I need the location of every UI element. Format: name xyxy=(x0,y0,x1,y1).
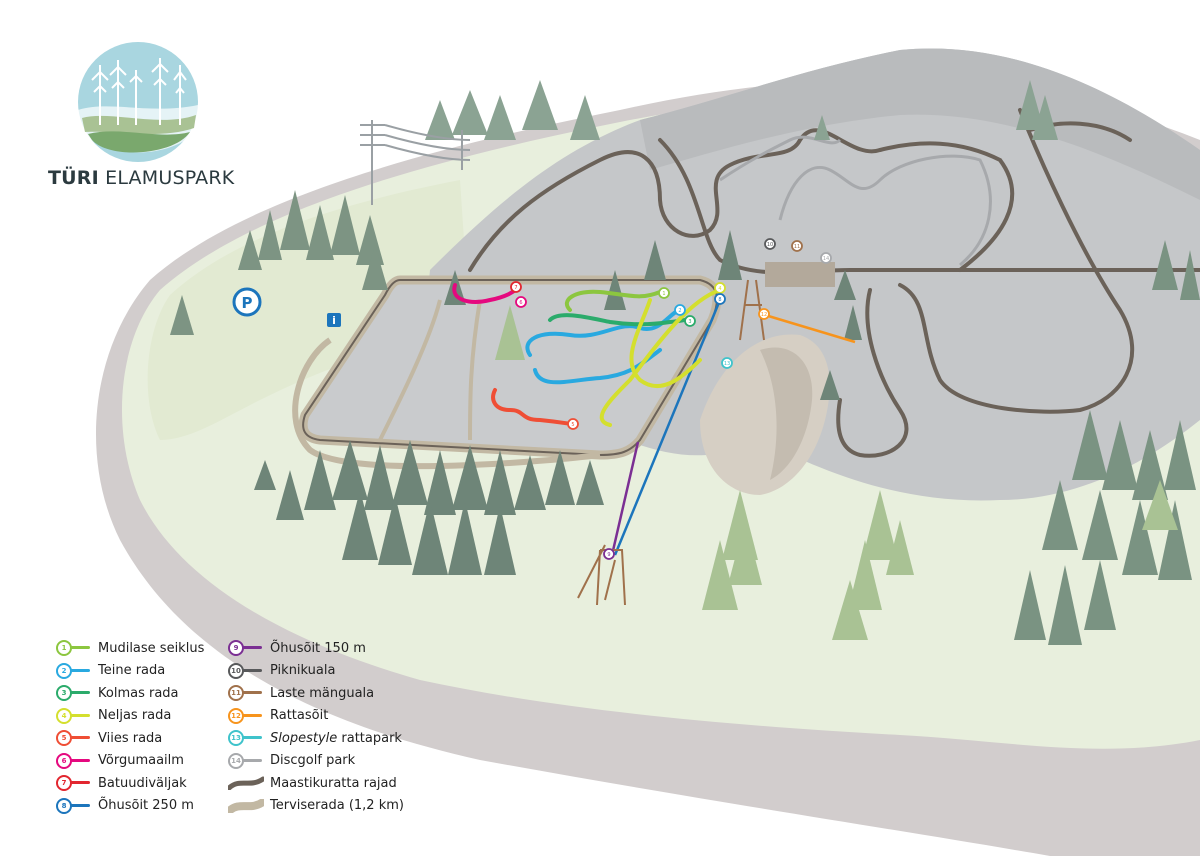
map-marker-10[interactable]: 10 xyxy=(764,238,776,250)
legend-label: Maastikuratta rajad xyxy=(270,775,397,791)
legend-label: Rattasõit xyxy=(270,708,329,723)
legend-item: 2 Teine rada xyxy=(56,661,165,681)
map-marker-14[interactable]: 14 xyxy=(820,252,832,264)
outer-road xyxy=(292,337,601,470)
numbered-marker-icon: 10 xyxy=(228,661,262,681)
map-marker-number: 9 xyxy=(607,552,610,558)
health-trail-inner xyxy=(378,299,482,441)
info-sign-label: i xyxy=(332,314,336,327)
map-marker-3[interactable]: 3 xyxy=(684,315,696,327)
parking-sign-label: P xyxy=(242,294,253,312)
park-title-bold: TÜRI xyxy=(48,167,99,189)
legend-label: Viies rada xyxy=(98,730,163,746)
map-marker-number: 6 xyxy=(519,300,522,306)
legend-item: 6 Võrgumaailm xyxy=(56,751,184,771)
rock-pit-shadow xyxy=(760,347,813,480)
map-marker-7[interactable]: 7 xyxy=(510,281,522,293)
parking-sign[interactable] xyxy=(232,287,262,317)
legend-item: 1 Mudilase seiklus xyxy=(56,638,204,658)
map-marker-number: 2 xyxy=(678,308,681,314)
discgolf-course xyxy=(719,135,992,267)
legend-item: 14 Discgolf park xyxy=(228,751,355,771)
legend-item: Maastikuratta rajad xyxy=(228,773,397,793)
info-sign[interactable] xyxy=(327,313,341,327)
hill-upper xyxy=(640,48,1200,201)
numbered-marker-icon: 5 xyxy=(56,728,90,748)
numbered-marker-icon: 9 xyxy=(228,638,262,658)
map-marker-number: 12 xyxy=(761,312,767,318)
power-pylon xyxy=(360,120,471,205)
zipline-150 xyxy=(610,441,640,556)
map-marker-4[interactable]: 4 xyxy=(714,282,726,294)
map-marker-number: 14 xyxy=(823,256,829,262)
map-marker-number: 3 xyxy=(688,319,691,325)
map-marker-number: 11 xyxy=(794,244,800,250)
map-marker-8[interactable]: 8 xyxy=(714,293,726,305)
zipline-250 xyxy=(613,299,722,556)
zipline-tower xyxy=(577,544,626,606)
legend-label: Neljas rada xyxy=(98,708,172,723)
legend-label: Discgolf park xyxy=(270,753,356,768)
map-marker-6[interactable]: 6 xyxy=(515,296,527,308)
picnic-shelter xyxy=(765,262,835,287)
map-marker-number: 8 xyxy=(718,297,721,303)
map-marker-13[interactable]: 13 xyxy=(721,357,733,369)
map-marker-number: 4 xyxy=(718,286,721,292)
bike-route xyxy=(764,313,856,344)
numbered-marker-icon: 7 xyxy=(56,773,90,793)
numbered-marker-icon: 2 xyxy=(56,661,90,681)
legend-label: Kolmas rada xyxy=(98,685,179,701)
legend-label: Laste mänguala xyxy=(270,685,375,701)
legend-item: 13 Slopestyle rattapark xyxy=(228,728,402,748)
map-marker-number: 10 xyxy=(767,242,773,248)
legend-label: Slopestyle rattapark xyxy=(270,730,402,746)
legend-label: Võrgumaailm xyxy=(98,753,184,768)
legend-item: 8 Õhusõit 250 m xyxy=(56,796,194,816)
legend-label: Piknikuala xyxy=(270,663,336,678)
map-marker-12[interactable]: 12 xyxy=(758,308,770,320)
numbered-marker-icon: 1 xyxy=(56,638,90,658)
legend-item: Terviserada (1,2 km) xyxy=(228,796,404,816)
legend-label: Õhusõit 250 m xyxy=(98,798,194,813)
legend-item: 10 Piknikuala xyxy=(228,661,335,681)
map-marker-5[interactable]: 5 xyxy=(567,418,579,430)
legend-label: Terviserada (1,2 km) xyxy=(270,798,404,813)
map-marker-number: 7 xyxy=(514,285,517,291)
meadow xyxy=(147,180,470,440)
legend-label: Teine rada xyxy=(98,663,166,678)
legend-item: 7 Batuudiväljak xyxy=(56,773,187,793)
map-marker-number: 1 xyxy=(662,291,665,297)
legend-item: 9 Õhusõit 150 m xyxy=(228,638,366,658)
park-title: TÜRI ELAMUSPARK xyxy=(48,167,234,189)
legend-item: 4 Neljas rada xyxy=(56,706,171,726)
map-marker-2[interactable]: 2 xyxy=(674,304,686,316)
map-marker-11[interactable]: 11 xyxy=(791,240,803,252)
numbered-marker-icon: 12 xyxy=(228,706,262,726)
numbered-marker-icon: 8 xyxy=(56,796,90,816)
legend-item: 11 Laste mänguala xyxy=(228,683,374,703)
legend-label: Õhusõit 150 m xyxy=(270,640,366,656)
legend-item: 3 Kolmas rada xyxy=(56,683,179,703)
legend-item: 12 Rattasõit xyxy=(228,706,328,726)
park-logo xyxy=(78,42,198,162)
numbered-marker-icon: 6 xyxy=(56,751,90,771)
numbered-marker-icon: 11 xyxy=(228,683,262,703)
legend-label: Mudilase seiklus xyxy=(98,640,205,656)
map-marker-1[interactable]: 1 xyxy=(658,287,670,299)
park-title-rest: ELAMUSPARK xyxy=(98,167,235,189)
trail-swatch-icon xyxy=(228,773,264,793)
trail-swatch-icon xyxy=(228,796,264,816)
numbered-marker-icon: 3 xyxy=(56,683,90,703)
map-marker-number: 13 xyxy=(724,361,730,367)
forest xyxy=(170,80,1200,645)
map-marker-number: 5 xyxy=(571,422,574,428)
numbered-marker-icon: 13 xyxy=(228,728,262,748)
legend-label: Batuudiväljak xyxy=(98,775,187,791)
map-marker-9[interactable]: 9 xyxy=(603,548,615,560)
numbered-marker-icon: 14 xyxy=(228,751,262,771)
legend-item: 5 Viies rada xyxy=(56,728,162,748)
numbered-marker-icon: 4 xyxy=(56,706,90,726)
